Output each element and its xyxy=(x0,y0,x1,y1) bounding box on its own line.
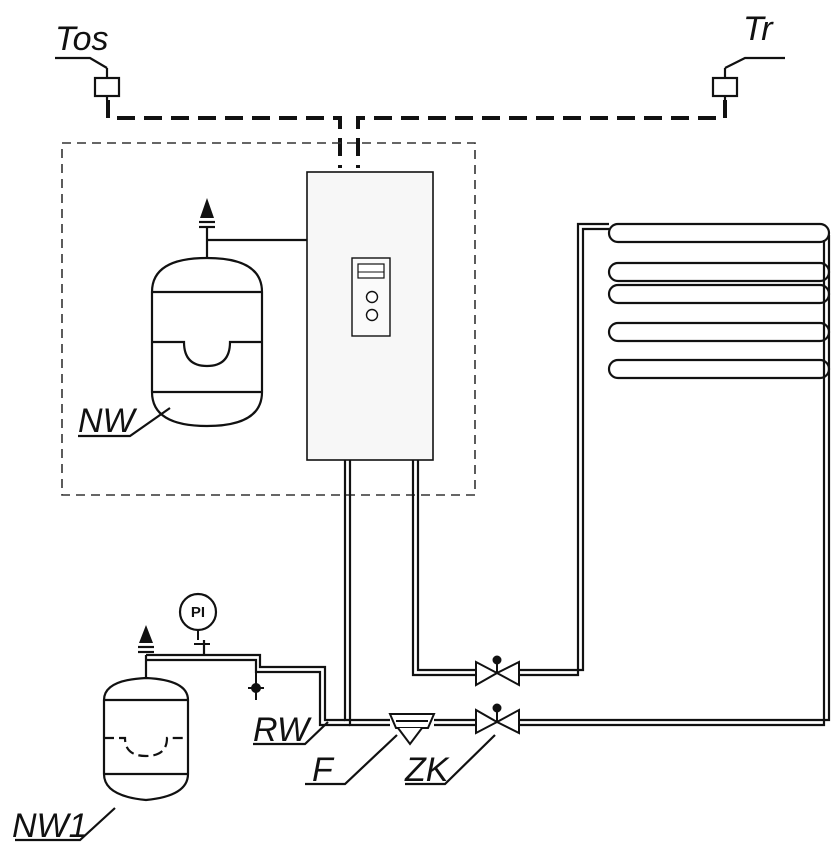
zk-label: ZK xyxy=(404,751,450,789)
tos-label: Tos xyxy=(55,20,109,58)
tr-sensor-wire xyxy=(356,100,727,168)
boiler xyxy=(306,171,434,461)
rw-label: RW xyxy=(253,711,312,749)
boiler-knob-top xyxy=(365,290,379,304)
radiator-coil xyxy=(607,222,831,380)
supply-pipe-outer xyxy=(416,227,609,672)
leader-lines xyxy=(15,407,496,842)
piping xyxy=(144,222,831,727)
expansion-vessel-nw1 xyxy=(102,676,190,802)
f-leader xyxy=(305,734,398,786)
nw-label: NW xyxy=(78,402,138,440)
sensor-wiring xyxy=(106,100,727,168)
rw-leader xyxy=(253,721,329,746)
tr-sensor-icon xyxy=(711,56,785,100)
valve-return-icon xyxy=(475,703,520,735)
filter-icon xyxy=(388,713,436,746)
f-label: F xyxy=(312,751,335,789)
nw1-connection xyxy=(146,653,345,722)
pressure-gauge: PI xyxy=(178,592,218,650)
nw1-leader xyxy=(15,807,116,842)
expansion-vessel-nw xyxy=(150,226,307,428)
nw-leader xyxy=(78,407,171,438)
nw1-label: NW1 xyxy=(12,807,88,845)
boiler-knob-bottom xyxy=(365,308,379,322)
boiler-display xyxy=(357,263,385,279)
tos-sensor-wire xyxy=(106,100,342,168)
tos-sensor-icon xyxy=(55,56,121,100)
air-vent-icon xyxy=(199,198,215,229)
relief-valve-icon xyxy=(248,672,264,700)
air-vent-nw1-icon xyxy=(138,625,154,654)
tr-label: Tr xyxy=(743,10,774,48)
supply-pipe xyxy=(411,222,609,677)
pi-label: PI xyxy=(191,604,205,621)
zk-leader xyxy=(405,734,496,786)
valve-supply-icon xyxy=(475,655,520,687)
heating-unit-enclosure xyxy=(61,142,476,496)
